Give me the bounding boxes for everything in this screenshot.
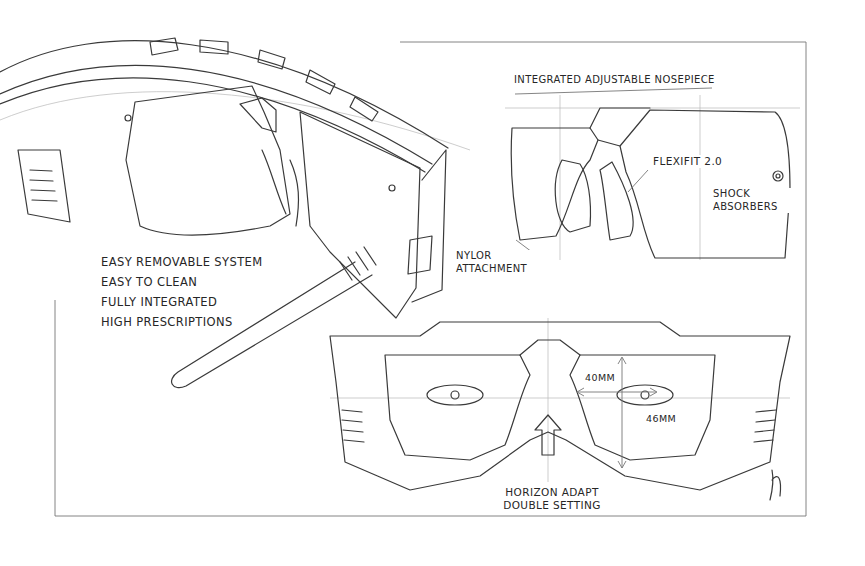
sketch-line bbox=[427, 385, 483, 405]
sketch-line bbox=[770, 470, 781, 500]
sketch-line bbox=[0, 92, 470, 150]
front-view bbox=[330, 318, 790, 500]
sheet-frame bbox=[55, 42, 806, 516]
note-text: EASY REMOVABLE SYSTEM bbox=[100, 255, 264, 269]
sketch-line bbox=[125, 115, 131, 121]
sketch-line bbox=[18, 150, 70, 222]
sketch-line bbox=[620, 110, 790, 258]
sketch-line bbox=[412, 150, 446, 302]
sketch-line bbox=[0, 65, 432, 164]
sketch-line bbox=[0, 41, 448, 148]
sketch-line bbox=[451, 391, 459, 399]
sketch-line bbox=[520, 340, 580, 355]
sketch-line bbox=[628, 170, 648, 192]
insert-view bbox=[505, 88, 800, 260]
sketch-line bbox=[511, 128, 598, 240]
sketch-line bbox=[126, 86, 290, 235]
sketch-line bbox=[590, 108, 650, 146]
sketch-line bbox=[600, 162, 633, 240]
sketch-line bbox=[240, 98, 276, 132]
sketch-line bbox=[535, 415, 561, 455]
sketch-line bbox=[150, 38, 378, 121]
sketch-line bbox=[262, 150, 298, 226]
sketch-line bbox=[754, 410, 776, 442]
callout-label: FLEXIFIT 2.0 bbox=[652, 155, 723, 168]
sketch-line bbox=[776, 174, 780, 178]
sketch-line bbox=[570, 355, 715, 460]
callout-label: NYLOR ATTACHMENT bbox=[455, 250, 545, 275]
dimension-label: 40MM bbox=[584, 372, 616, 384]
sketch-line bbox=[389, 185, 395, 191]
note-text: EASY TO CLEAN bbox=[100, 275, 198, 289]
sketch-line bbox=[618, 357, 626, 468]
sketch-line bbox=[408, 236, 432, 274]
note-text: FULLY INTEGRATED bbox=[100, 295, 218, 309]
dimension-label: 46MM bbox=[645, 413, 677, 425]
sketch-line bbox=[515, 88, 712, 94]
sketch-line bbox=[300, 112, 420, 318]
sketch-line bbox=[555, 160, 590, 232]
sketch-line bbox=[342, 410, 364, 442]
sketch-line bbox=[577, 388, 657, 396]
note-text: HIGH PRESCRIPTIONS bbox=[100, 315, 234, 329]
callout-label: INTEGRATED ADJUSTABLE NOSEPIECE bbox=[513, 74, 716, 87]
sketch-line bbox=[340, 247, 376, 280]
sketch-line bbox=[55, 42, 806, 516]
sketch-line bbox=[617, 385, 673, 405]
perspective-view bbox=[0, 38, 470, 388]
callout-label: SHOCK ABSORBERS bbox=[712, 188, 792, 213]
sketch-line bbox=[505, 95, 800, 260]
sketch-line bbox=[385, 355, 530, 460]
sketch-line bbox=[773, 171, 783, 181]
callout-label: HORIZON ADAPT DOUBLE SETTING bbox=[492, 486, 612, 512]
sketch-line bbox=[330, 322, 790, 490]
sketch-line bbox=[330, 318, 790, 482]
